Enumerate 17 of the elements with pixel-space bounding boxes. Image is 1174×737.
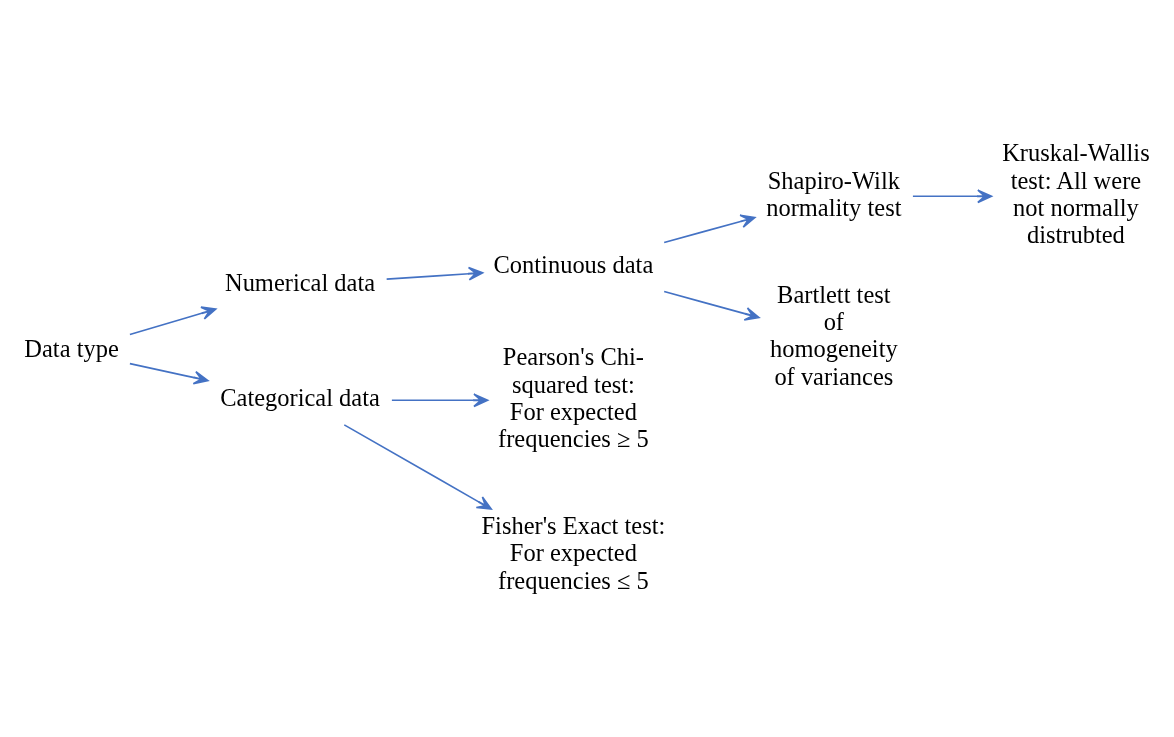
node-text: Bartlett test of homogeneity of variances [769,280,898,389]
arrow [129,362,209,384]
arrow [912,188,993,203]
node-text: Data type [24,334,119,362]
arrow [663,213,756,243]
arrow [391,392,489,407]
node-text: Fisher's Exact test: For expected frequencies ≤ 5 [481,511,666,593]
node-text: Continuous data [493,250,654,278]
node-text: Pearson's Chi-squared test: For expected frequencies ≥ 5 [498,342,649,452]
node-text: Shapiro-Wilk normality test [766,166,902,221]
arrow [385,266,484,281]
node-text: Categorical data [220,383,380,411]
arrow [129,305,217,335]
arrow [663,290,760,321]
arrow [343,423,492,510]
node-text: Kruskal-Wallis test: All were not normally distrubted [1002,138,1150,248]
node-text: Numerical data [224,268,376,296]
